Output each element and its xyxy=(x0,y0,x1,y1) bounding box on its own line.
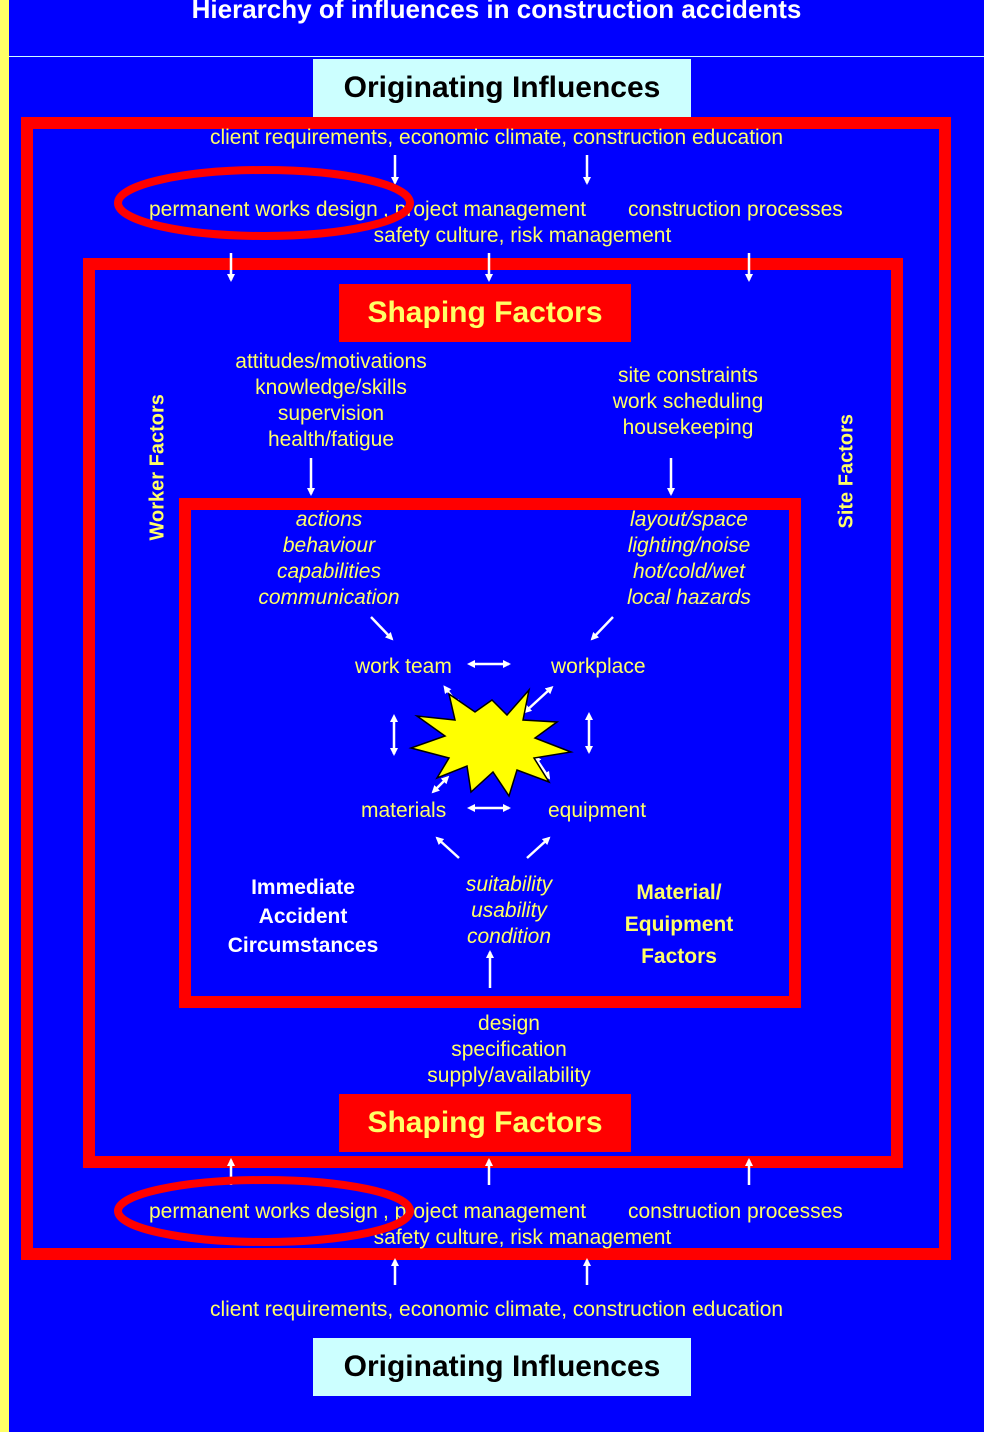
outer-mid-line1-a: permanent works design xyxy=(149,198,378,221)
bottom-factors-list: design specification supply/availability xyxy=(389,1011,629,1089)
immediate-label-line: Immediate xyxy=(251,876,355,899)
inner-left-item: communication xyxy=(258,586,400,609)
outer-top-line: client requirements, economic climate, c… xyxy=(209,126,784,149)
accident-burst xyxy=(408,687,574,798)
outer-bottom-line1-b: , project management xyxy=(383,1200,587,1223)
diagram-canvas: Hierarchy of influences in construction … xyxy=(9,0,984,1432)
node-equipment: equipment xyxy=(548,799,647,822)
site-factor-item: housekeeping xyxy=(622,416,754,439)
outer-mid-line2: safety culture, risk management xyxy=(373,224,672,247)
worker-factor-item: knowledge/skills xyxy=(255,376,407,399)
site-factor-item: site constraints xyxy=(617,364,759,387)
node-work-team: work team xyxy=(355,655,452,678)
outer-frame xyxy=(21,117,951,1260)
outer-bottom-line2: safety culture, risk management xyxy=(373,1226,672,1249)
immediate-label-line: Circumstances xyxy=(227,934,379,957)
node-materials: materials xyxy=(361,799,447,822)
material-label-line: Equipment xyxy=(624,913,734,936)
inner-left-list: actions behaviour capabilities communica… xyxy=(209,507,449,611)
inner-right-item: hot/cold/wet xyxy=(632,560,746,583)
material-factors-list: suitability usability condition xyxy=(429,872,589,950)
bottom-factor-item: design xyxy=(478,1012,540,1035)
outer-mid-line1-b: , project management xyxy=(383,198,587,221)
arrow-double xyxy=(533,755,551,780)
inner-right-list: layout/space lighting/noise hot/cold/wet… xyxy=(579,507,799,611)
worker-factor-item: supervision xyxy=(277,402,385,425)
highlight-ellipse xyxy=(114,166,414,240)
site-factors-list: site constraints work scheduling houseke… xyxy=(568,363,808,441)
worker-factors-list: attitudes/motivations knowledge/skills s… xyxy=(201,349,461,453)
site-factor-item: work scheduling xyxy=(612,390,764,413)
outer-bottom-line1-a: permanent works design xyxy=(149,1200,378,1223)
inner-frame xyxy=(179,498,801,1008)
inner-left-item: actions xyxy=(295,508,363,531)
bottom-factor-item: specification xyxy=(451,1038,567,1061)
arrow-diagonal xyxy=(435,836,460,859)
material-equipment-factors-label: Material/ Equipment Factors xyxy=(599,877,759,973)
diagram-graphics xyxy=(114,155,753,1285)
shaping-factors-top: Shaping Factors xyxy=(339,284,631,342)
arrow-double xyxy=(431,775,450,794)
material-factor-item: usability xyxy=(471,899,547,922)
worker-factor-item: health/fatigue xyxy=(267,428,395,451)
outer-bottom-line1-c: construction processes xyxy=(628,1200,843,1223)
immediate-label-line: Accident xyxy=(258,905,348,928)
inner-right-item: local hazards xyxy=(627,586,751,609)
arrow-diagonal xyxy=(370,616,394,641)
arrow-double xyxy=(523,685,554,714)
worker-factor-item: attitudes/motivations xyxy=(235,350,427,373)
diagram-title: Hierarchy of influences in construction … xyxy=(191,0,802,24)
shaping-factors-bottom: Shaping Factors xyxy=(339,1094,631,1152)
arrow-diagonal xyxy=(526,836,551,859)
material-factor-item: condition xyxy=(466,925,552,948)
bottom-factor-item: supply/availability xyxy=(427,1064,591,1087)
inner-left-item: behaviour xyxy=(282,534,376,557)
inner-right-item: layout/space xyxy=(630,508,748,531)
arrow-diagonal xyxy=(590,616,614,641)
inner-left-item: capabilities xyxy=(277,560,381,583)
title-divider xyxy=(9,56,984,57)
middle-frame xyxy=(83,258,903,1168)
immediate-circumstances-label: Immediate Accident Circumstances xyxy=(203,873,403,960)
highlight-ellipse xyxy=(114,1176,414,1246)
outer-bottom-line: client requirements, economic climate, c… xyxy=(209,1298,784,1321)
outer-mid-line1-c: construction processes xyxy=(628,198,843,221)
material-factor-item: suitability xyxy=(465,873,553,896)
originating-influences-top: Originating Influences xyxy=(313,59,691,117)
material-label-line: Material/ xyxy=(636,881,722,904)
inner-right-item: lighting/noise xyxy=(627,534,751,557)
originating-influences-bottom: Originating Influences xyxy=(313,1338,691,1396)
node-workplace: workplace xyxy=(551,655,646,678)
material-label-line: Factors xyxy=(641,945,717,968)
